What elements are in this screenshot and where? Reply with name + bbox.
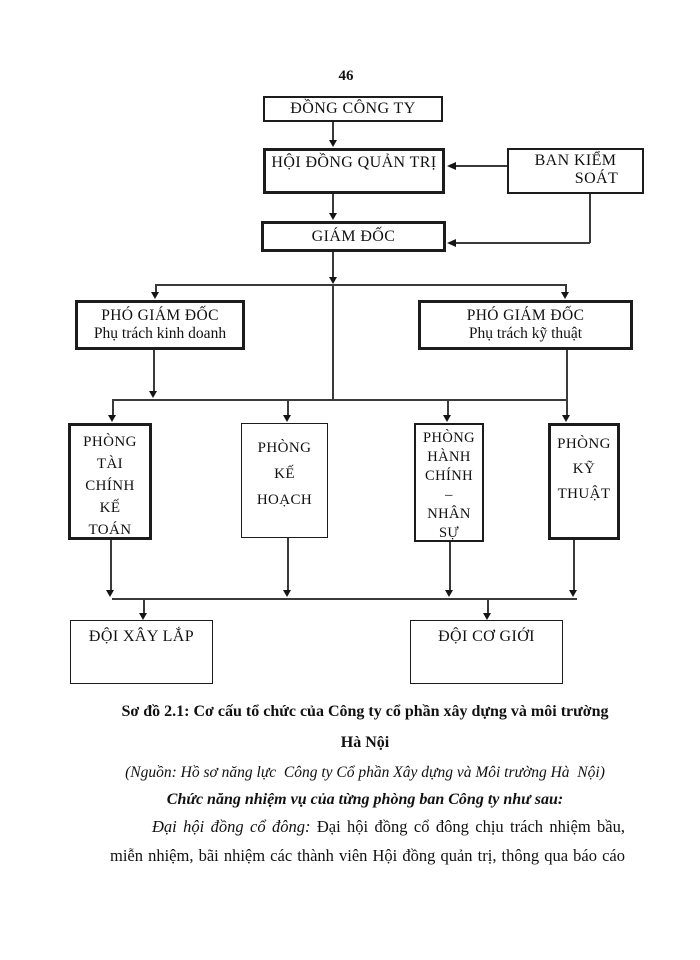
connector-rail-to-dept-admin-hr xyxy=(447,400,449,415)
rail-deputies xyxy=(155,284,567,286)
box-control-board-line1: BAN KIỂM xyxy=(534,152,617,169)
connector-company-to-board xyxy=(332,122,334,143)
arrowhead-down-rail1 xyxy=(329,277,337,284)
dept-planning-line: KẾ xyxy=(274,466,295,482)
connector-dept-technical-down xyxy=(573,540,575,590)
connector-control-down xyxy=(589,194,591,243)
arrowhead-left-board xyxy=(447,162,456,170)
dept-admin-hr-line: CHÍNH xyxy=(425,468,473,484)
connector-dept-finance-down xyxy=(110,540,112,590)
dept-finance-line: PHÒNG xyxy=(83,434,137,450)
box-dept-admin-hr: PHÒNG HÀNH CHÍNH – NHÂN SỰ xyxy=(414,423,484,542)
connector-rail-to-team-construction xyxy=(143,599,145,613)
arrowhead-down-dept-planning xyxy=(283,415,291,422)
connector-director-down xyxy=(332,252,334,278)
dept-admin-hr-line: NHÂN xyxy=(427,506,471,522)
box-team-construction: ĐỘI XÂY LẮP xyxy=(70,620,213,684)
connector-rail-to-team-machinery xyxy=(487,599,489,613)
arrowhead-down-team-machinery xyxy=(483,613,491,620)
connector-control-to-director xyxy=(456,242,590,244)
figure-source: (Nguồn: Hồ sơ năng lực Công ty Cổ phần X… xyxy=(125,764,605,781)
dept-technical-line: PHÒNG xyxy=(557,436,611,452)
connector-director-to-departments xyxy=(332,285,334,399)
dept-admin-hr-dash: – xyxy=(445,487,453,503)
box-deputy-technical-title: PHÓ GIÁM ĐỐC xyxy=(466,307,585,324)
dept-technical-line: KỸ xyxy=(572,461,596,477)
box-dept-finance-accounting: PHÒNG TÀI CHÍNH KẾ TOÁN xyxy=(68,423,152,540)
dept-admin-hr-line: HÀNH xyxy=(427,449,471,465)
box-team-machinery: ĐỘI CƠ GIỚI xyxy=(410,620,563,684)
arrowhead-down-director xyxy=(329,213,337,220)
box-board-of-directors: HỘI ĐỒNG QUẢN TRỊ xyxy=(263,148,445,194)
dept-technical-line: THUẬT xyxy=(557,486,611,502)
rail-departments xyxy=(112,399,568,401)
connector-board-to-director xyxy=(332,194,334,214)
body-paragraph: Đại hội đồng cổ đông: Đại hội đồng cổ đô… xyxy=(110,812,625,870)
box-director: GIÁM ĐỐC xyxy=(261,221,446,252)
box-deputy-director-technical: PHÓ GIÁM ĐỐC Phụ trách kỹ thuật xyxy=(418,300,633,350)
dept-finance-line: TÀI xyxy=(96,456,124,472)
connector-deputy-technical-down xyxy=(566,350,568,415)
arrowhead-down-rail2-left xyxy=(149,391,157,398)
dept-finance-line: KẾ xyxy=(99,500,121,516)
body-paragraph-line1: Đại hội đồng cổ đông: Đại hội đồng cổ đô… xyxy=(110,812,625,841)
arrowhead-down-rail3-1 xyxy=(106,590,114,597)
dept-finance-line: CHÍNH xyxy=(85,478,135,494)
connector-dept-planning-down xyxy=(287,538,289,590)
dept-planning-line: HOẠCH xyxy=(256,492,313,508)
arrowhead-down-rail3-3 xyxy=(445,590,453,597)
rail-teams xyxy=(112,598,577,600)
arrowhead-down-team-construction xyxy=(139,613,147,620)
arrowhead-down-board xyxy=(329,140,337,147)
box-deputy-business-subtitle: Phụ trách kinh doanh xyxy=(93,325,227,342)
connector-rail-to-deputy-technical xyxy=(565,285,567,293)
section-heading: Chức năng nhiệm vụ của từng phòng ban Cô… xyxy=(166,791,564,808)
figure-caption-line1: Sơ đồ 2.1: Cơ cấu tổ chức của Công ty cổ… xyxy=(121,703,609,720)
connector-control-to-board xyxy=(456,165,507,167)
arrowhead-down-rail3-2 xyxy=(283,590,291,597)
dept-finance-line: TOÁN xyxy=(88,522,132,538)
box-dept-planning: PHÒNG KẾ HOẠCH xyxy=(241,423,328,538)
box-deputy-business-title: PHÓ GIÁM ĐỐC xyxy=(101,307,219,324)
arrowhead-left-director xyxy=(447,239,456,247)
arrowhead-down-deputy-business xyxy=(151,292,159,299)
arrowhead-down-dept-technical xyxy=(562,415,570,422)
box-board-of-directors-label: HỘI ĐỒNG QUẢN TRỊ xyxy=(271,154,437,171)
connector-deputy-business-down xyxy=(153,350,155,391)
arrowhead-down-dept-admin-hr xyxy=(443,415,451,422)
box-deputy-director-business: PHÓ GIÁM ĐỐC Phụ trách kinh doanh xyxy=(75,300,245,350)
box-team-construction-label: ĐỘI XÂY LẮP xyxy=(88,628,195,645)
box-team-machinery-label: ĐỘI CƠ GIỚI xyxy=(438,628,535,645)
page-number: 46 xyxy=(338,68,354,84)
paragraph-lead: Đại hội đồng cổ đông: xyxy=(152,817,311,836)
dept-planning-line: PHÒNG xyxy=(257,440,312,456)
box-deputy-technical-subtitle: Phụ trách kỹ thuật xyxy=(468,325,583,342)
connector-rail-to-deputy-business xyxy=(155,285,157,293)
dept-admin-hr-line: SỰ xyxy=(438,525,460,541)
box-control-board: BAN KIỂM SOÁT xyxy=(507,148,644,194)
figure-caption-line2: Hà Nội xyxy=(340,734,390,751)
connector-rail-to-dept-planning xyxy=(287,400,289,415)
paragraph-line1-rest: Đại hội đồng cổ đông chịu trách nhiệm bầ… xyxy=(310,817,625,836)
box-dept-technical: PHÒNG KỸ THUẬT xyxy=(548,423,620,540)
box-board-company-label: ĐỒNG CÔNG TY xyxy=(290,100,416,117)
arrowhead-down-deputy-technical xyxy=(561,292,569,299)
arrowhead-down-dept-finance xyxy=(108,415,116,422)
connector-rail-to-dept-finance xyxy=(112,400,114,415)
box-board-company: ĐỒNG CÔNG TY xyxy=(263,96,443,122)
box-control-board-line2: SOÁT xyxy=(574,170,619,187)
body-paragraph-line2: miễn nhiệm, bãi nhiệm các thành viên Hội… xyxy=(110,846,625,865)
arrowhead-down-rail3-4 xyxy=(569,590,577,597)
connector-dept-admin-hr-down xyxy=(449,542,451,590)
box-director-label: GIÁM ĐỐC xyxy=(311,227,396,245)
dept-admin-hr-line: PHÒNG xyxy=(423,430,475,446)
